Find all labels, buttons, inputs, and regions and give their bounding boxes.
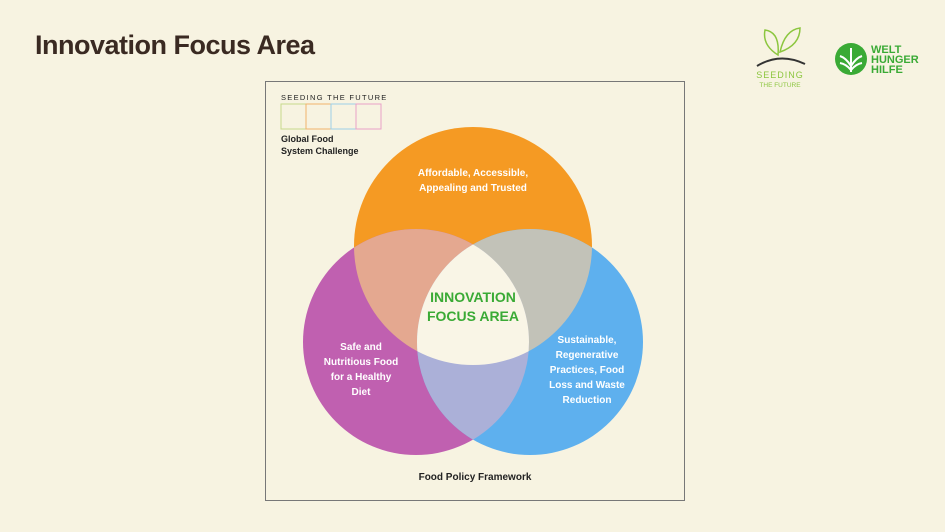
seeding-the-future-logo: SEEDING THE FUTURE [756,27,806,89]
gfsc-name-line2: System Challenge [281,146,359,156]
welthungerhilfe-logo: WELT HUNGER HILFE [835,43,919,76]
overlap-center [417,229,529,365]
venn-label-top: Affordable, Accessible, Appealing and Tr… [417,168,529,194]
svg-text:SEEDING: SEEDING [756,70,804,80]
venn-label-center: INNOVATION FOCUS AREA [426,289,520,324]
svg-text:WELT: WELT [871,44,902,56]
venn-label-right: Sustainable, Regenerative Practices, Foo… [549,335,625,406]
svg-text:HUNGER: HUNGER [871,54,919,66]
page-title: Innovation Focus Area [35,30,315,60]
gfsc-tagline: SEEDING THE FUTURE [281,93,388,102]
diagram-footer: Food Policy Framework [418,472,532,483]
gfsc-logo-mark [280,103,382,130]
svg-text:THE FUTURE: THE FUTURE [759,82,801,89]
svg-text:HILFE: HILFE [871,64,903,76]
venn-label-left: Safe and Nutritious Food for a Healthy D… [323,342,399,398]
gfsc-name-line1: Global Food [281,134,334,144]
diagram-frame [265,81,685,501]
